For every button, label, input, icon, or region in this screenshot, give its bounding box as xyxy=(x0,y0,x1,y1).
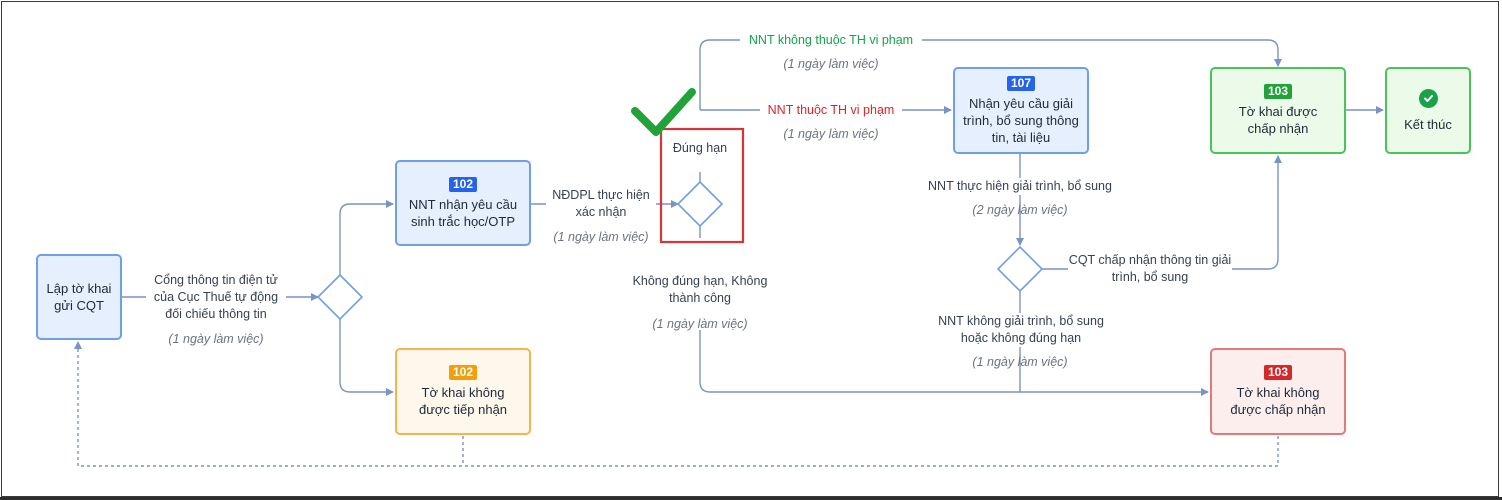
edge-decision1-down xyxy=(339,319,394,396)
node-explain-request-badge: 107 xyxy=(1006,75,1036,91)
node-start-label: Lập tờ khai gửi CQT xyxy=(46,281,112,313)
node-biometric: 102 NNT nhận yêu cầu sinh trắc học/OTP xyxy=(395,160,531,246)
edge-feedback-loop xyxy=(74,341,1279,467)
label-nnt-no-explain: NNT không giải trình, bổ sung hoặc không… xyxy=(930,313,1112,347)
node-biometric-label: NNT nhận yêu cầu sinh trắc học/OTP xyxy=(408,196,518,229)
node-biometric-badge: 102 xyxy=(448,176,478,192)
label-nddpl: NĐDPL thực hiện xác nhận xyxy=(546,187,656,221)
label-nddpl-note: (1 ngày làm việc) xyxy=(553,230,649,244)
label-nnt-explain: NNT thực hiện giải trình, bổ sung xyxy=(918,178,1122,195)
node-start: Lập tờ khai gửi CQT xyxy=(36,254,122,340)
node-accepted-badge: 103 xyxy=(1263,84,1293,99)
label-not-on-time: Không đúng hạn, Không thành công xyxy=(630,273,770,307)
check-circle-icon xyxy=(1418,88,1438,108)
label-violation-note: (1 ngày làm việc) xyxy=(783,127,879,141)
node-end-label: Kết thúc xyxy=(1404,116,1452,132)
label-cqt-accept: CQT chấp nhận thông tin giải trình, bổ s… xyxy=(1068,252,1232,286)
node-not-received-badge: 102 xyxy=(448,365,478,380)
edge-decision1-up xyxy=(339,200,394,275)
decision-diamond-1 xyxy=(316,273,364,321)
edge-decision3-to-accepted xyxy=(1042,155,1282,270)
edge-not-violation xyxy=(699,39,1282,110)
decision-diamond-3 xyxy=(996,245,1044,293)
node-not-accepted-label: Tờ khai không được chấp nhận xyxy=(1230,385,1326,417)
node-not-received-label: Tờ khai không được tiếp nhận xyxy=(418,385,508,417)
label-portal-note: (1 ngày làm việc) xyxy=(168,332,264,346)
checkmark-icon xyxy=(631,88,696,136)
node-not-accepted-badge: 103 xyxy=(1263,365,1293,380)
node-accepted: 103 Tờ khai được chấp nhận xyxy=(1210,67,1346,154)
label-violation: NNT thuộc TH vi phạm xyxy=(760,102,902,119)
edge-not-on-time xyxy=(699,330,1209,396)
node-accepted-label: Tờ khai được chấp nhận xyxy=(1238,104,1318,136)
node-not-received: 102 Tờ khai không được tiếp nhận xyxy=(395,348,531,435)
frame-bottom-edge xyxy=(0,497,1502,500)
node-not-accepted: 103 Tờ khai không được chấp nhận xyxy=(1210,348,1346,435)
label-not-violation: NNT không thuộc TH vi phạm xyxy=(740,32,922,49)
label-not-violation-note: (1 ngày làm việc) xyxy=(783,57,879,71)
label-nnt-explain-note: (2 ngày làm việc) xyxy=(972,203,1068,217)
node-end: Kết thúc xyxy=(1385,67,1471,154)
node-explain-request-label: Nhận yêu cầu giải trình, bổ sung thông t… xyxy=(963,95,1079,145)
label-portal: Cổng thông tin điện tử của Cục Thuế tự đ… xyxy=(146,272,286,323)
label-nnt-no-explain-note: (1 ngày làm việc) xyxy=(972,355,1068,369)
decision-diamond-2 xyxy=(676,180,724,228)
node-explain-request: 107 Nhận yêu cầu giải trình, bổ sung thô… xyxy=(953,67,1089,154)
on-time-highlight xyxy=(659,127,745,244)
label-on-time: Đúng hạn xyxy=(672,141,728,155)
label-not-on-time-note: (1 ngày làm việc) xyxy=(652,317,748,331)
